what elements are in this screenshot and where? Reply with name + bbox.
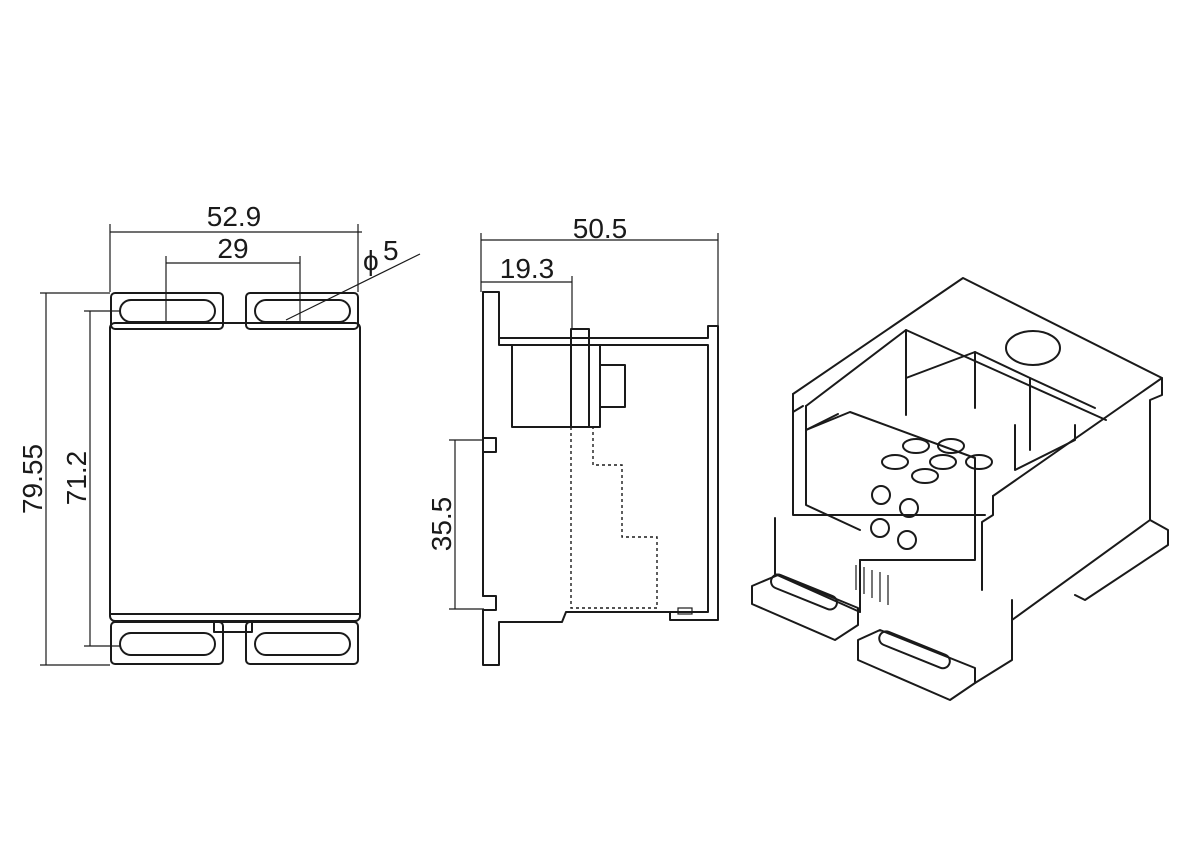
- iso-back-left-lip: [792, 393, 804, 413]
- side-view: 50.5 19.3 35.5: [426, 213, 719, 666]
- iso-screw-4: [929, 454, 957, 470]
- iso-back-foot: [1074, 519, 1169, 601]
- front-latch: [213, 621, 253, 633]
- dim-height-overall: 79.55: [17, 292, 110, 666]
- iso-top-hole: [1005, 330, 1061, 366]
- iso-wire-hole-4: [897, 530, 917, 550]
- iso-front-right-edge: [981, 495, 994, 591]
- iso-wire-hole-3: [870, 518, 890, 538]
- dim-width-overall-label: 52.9: [207, 201, 262, 232]
- front-view: 52.9 29 ϕ 5 79.55 71.2: [17, 201, 421, 666]
- dim-rail-height: 35.5: [426, 439, 484, 610]
- side-terminal-block: [511, 344, 601, 428]
- iso-foot-left-slot: [770, 573, 838, 611]
- iso-terminal-block: [805, 411, 976, 561]
- iso-wire-hole-2: [899, 498, 919, 518]
- iso-screw-5: [965, 454, 993, 470]
- dim-slot-spacing-label: 29: [217, 233, 248, 264]
- front-bottom-left-slot: [119, 632, 216, 656]
- isometric-view: [751, 277, 1169, 701]
- iso-partition-b: [905, 351, 976, 409]
- dim-depth-partial-label: 19.3: [500, 253, 555, 284]
- iso-pins: [855, 565, 889, 605]
- front-top-right-slot: [254, 299, 351, 323]
- iso-right-face: [1011, 377, 1163, 621]
- dim-rail-height-label: 35.5: [426, 497, 457, 552]
- dim-depth-overall: 50.5: [480, 213, 719, 326]
- iso-screw-6: [911, 468, 939, 484]
- dim-depth-overall-label: 50.5: [573, 213, 628, 244]
- iso-top-outline: [792, 277, 1163, 497]
- dim-width-overall: 52.9: [109, 201, 362, 292]
- side-bottom-hook: [482, 595, 671, 666]
- iso-foot-right-slot: [878, 630, 951, 670]
- iso-wire-hole-1: [871, 485, 891, 505]
- dim-height-body: 71.2: [61, 310, 120, 647]
- side-terminal-screw: [599, 364, 626, 408]
- side-hidden-profile: [570, 427, 658, 609]
- iso-screw-3: [881, 454, 909, 470]
- front-top-right-tab: [245, 292, 359, 330]
- dim-hole-diameter-label: 5: [383, 235, 399, 266]
- front-body: [109, 322, 361, 622]
- dim-height-body-label: 71.2: [61, 451, 92, 506]
- iso-partition-e: [1014, 424, 1076, 471]
- iso-inner-rim: [805, 329, 1107, 421]
- iso-partition-d: [1029, 377, 1096, 409]
- dim-height-overall-label: 79.55: [17, 444, 48, 514]
- dim-slot-spacing: 29: [165, 233, 301, 322]
- side-terminal-clamp: [570, 328, 590, 428]
- front-top-left-slot: [119, 299, 216, 323]
- side-top-hook: [482, 291, 497, 453]
- front-bottom-right-tab: [245, 621, 359, 665]
- iso-terminal-front: [805, 429, 861, 531]
- diameter-symbol: ϕ: [363, 245, 379, 276]
- front-bottom-right-slot: [254, 632, 351, 656]
- dim-hole-diameter: ϕ 5: [285, 235, 421, 321]
- iso-foot-right: [857, 629, 976, 701]
- side-foot-detail: [677, 607, 693, 615]
- iso-foot-right-edge: [974, 619, 1013, 684]
- iso-left-wall: [792, 411, 986, 516]
- iso-screw-1: [902, 438, 930, 454]
- dim-depth-partial: 19.3: [481, 253, 573, 329]
- iso-partition-c: [974, 351, 1031, 451]
- front-bottom-left-tab: [110, 621, 224, 665]
- side-body-outline: [482, 291, 719, 621]
- iso-front-base: [774, 517, 861, 613]
- iso-screw-2: [937, 438, 965, 454]
